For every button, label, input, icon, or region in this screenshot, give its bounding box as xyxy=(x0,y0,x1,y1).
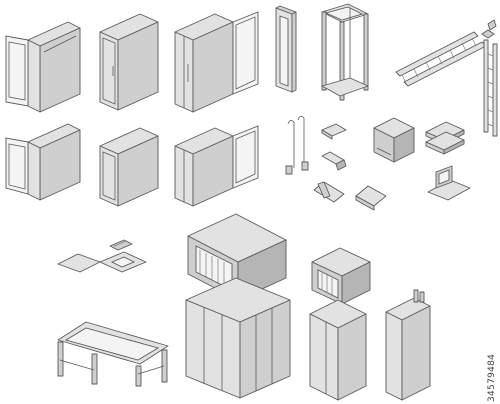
floor-tiles xyxy=(57,239,147,273)
server-cabinet-open-door-short xyxy=(5,123,81,201)
server-cabinet-closed-tall xyxy=(99,13,159,111)
server-cabinet-closed-short xyxy=(99,127,159,207)
server-cabinet-double-open-short xyxy=(174,125,259,207)
four-post-open-frame xyxy=(321,3,369,101)
cable-ladder-tray xyxy=(395,31,487,87)
large-cabinet-with-ac-unit xyxy=(185,213,291,399)
flat-devices xyxy=(425,121,465,155)
server-cabinet-double-open xyxy=(174,11,259,113)
small-components xyxy=(313,123,387,211)
cable-bracket xyxy=(481,19,498,137)
medium-cabinet-with-ac-unit xyxy=(309,247,371,401)
cube-box xyxy=(373,117,415,163)
laptop xyxy=(427,165,471,201)
watermark-id: 34579484 xyxy=(487,353,497,402)
server-cabinet-open-door-tall xyxy=(5,21,81,113)
raised-floor-stand xyxy=(57,321,169,387)
patch-cables xyxy=(285,116,309,175)
slim-cabinet xyxy=(385,289,431,401)
two-post-rack xyxy=(275,5,297,93)
